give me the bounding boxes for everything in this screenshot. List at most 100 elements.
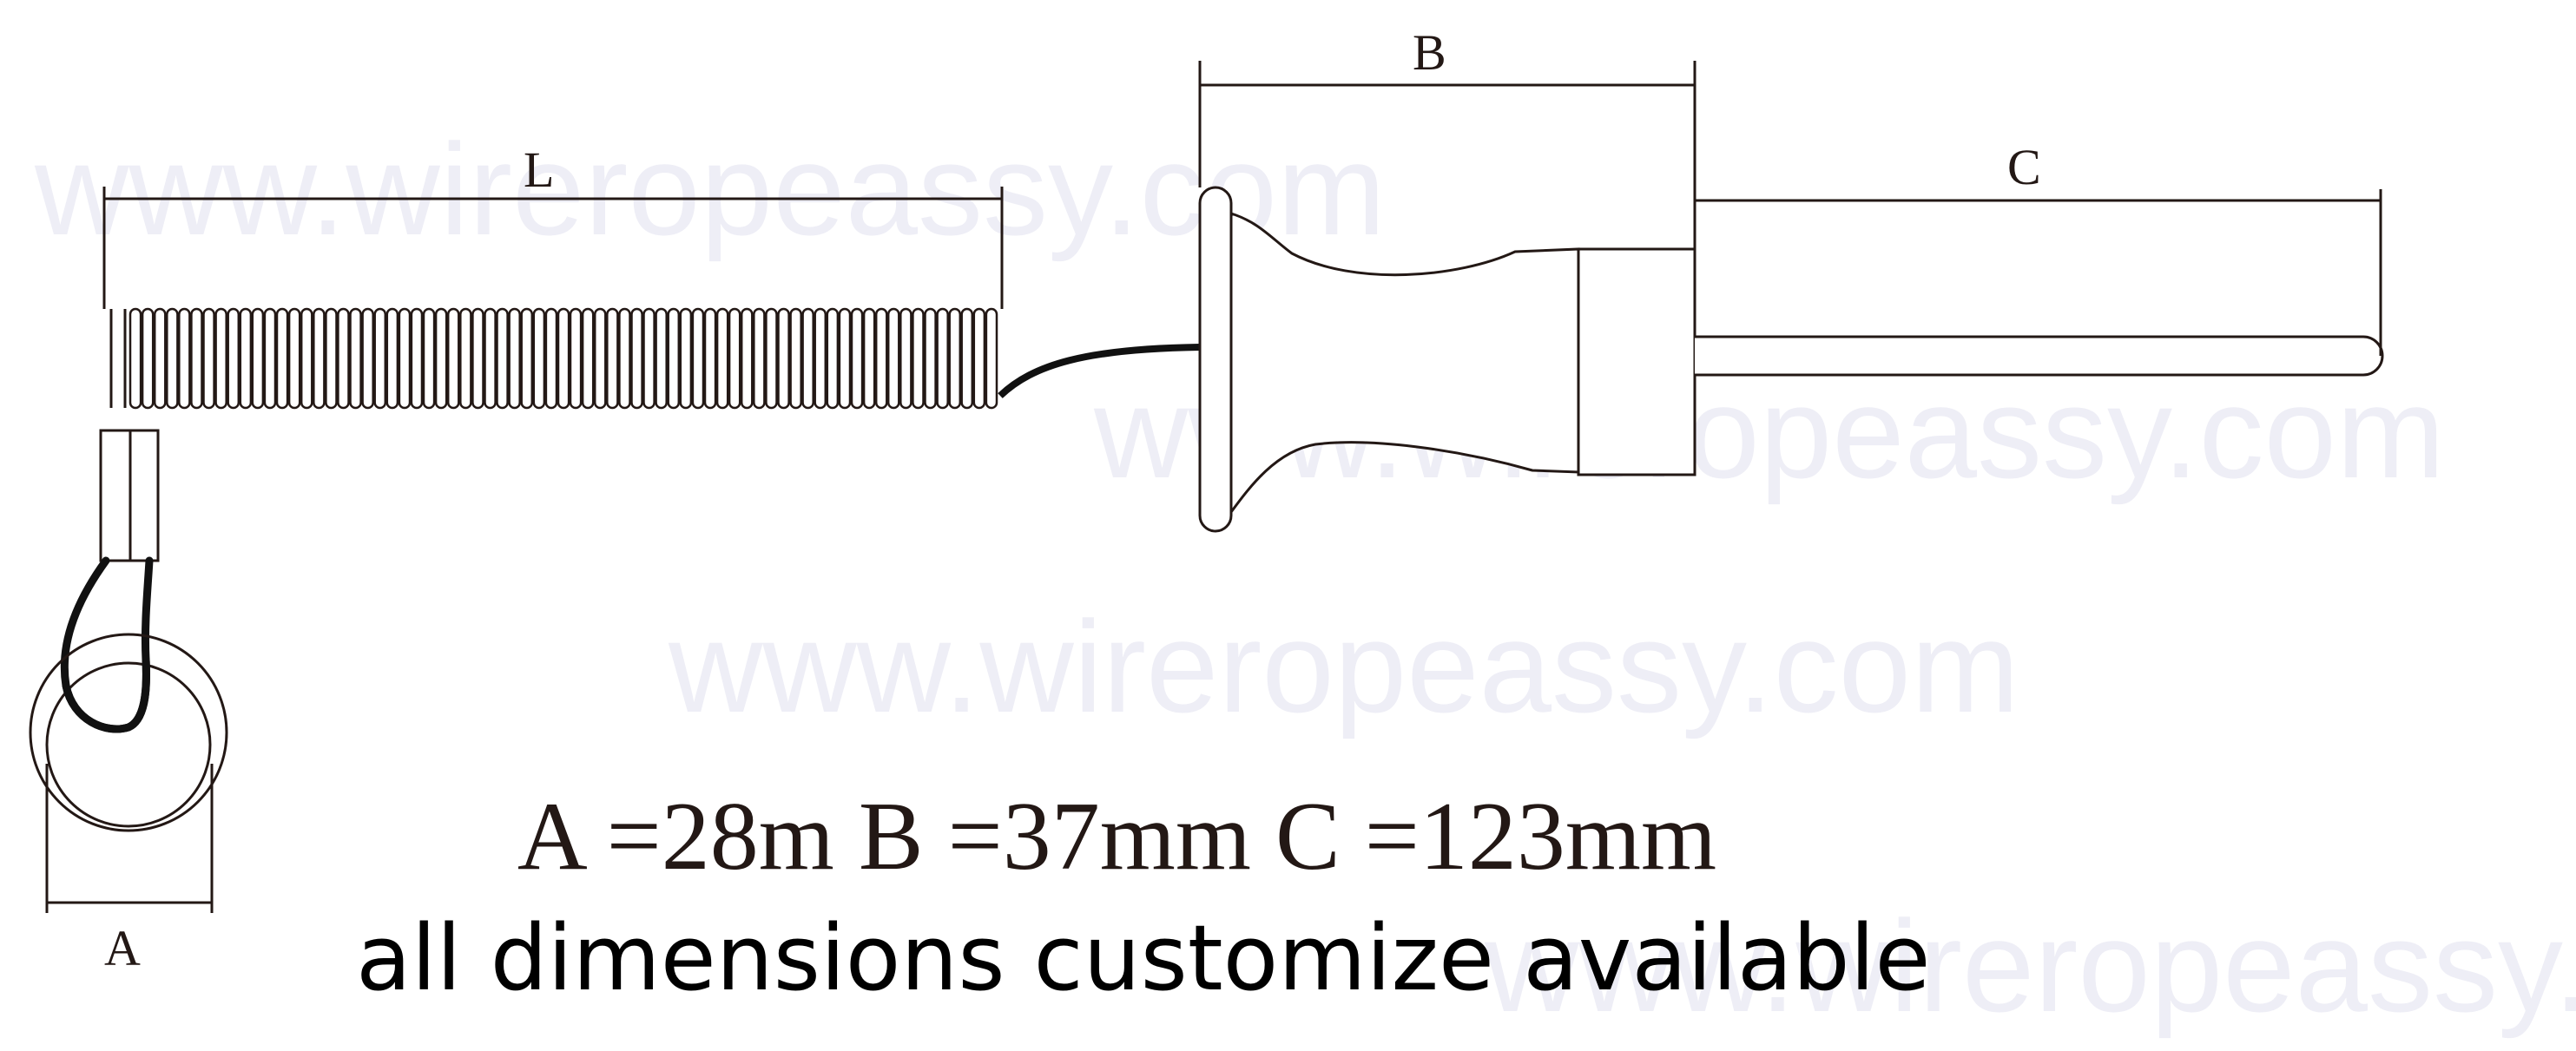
- cable: [998, 344, 1201, 398]
- coil-turn: [960, 307, 974, 410]
- watermark-text: www.wireropeassy.com: [1484, 893, 2576, 1039]
- label-a: A: [104, 920, 141, 976]
- coil-turn: [300, 307, 313, 410]
- coil-turn: [593, 307, 607, 410]
- coil-turn: [679, 307, 693, 410]
- coil-turn: [667, 307, 681, 410]
- coil-turn: [227, 307, 240, 410]
- dimension-l: [102, 187, 1004, 309]
- coil-turn: [349, 307, 362, 410]
- coil-turn: [471, 307, 484, 410]
- coil-turn: [313, 307, 326, 410]
- dimension-summary-text: A =28m B =37mm C =123mm: [517, 783, 1717, 890]
- coil-turn: [275, 307, 289, 410]
- watermark-text: www.wireropeassy.com: [668, 594, 2019, 739]
- coil-turn: [985, 307, 998, 410]
- ring-inner: [45, 661, 212, 828]
- coil-turn: [924, 307, 937, 410]
- dimension-b: [1198, 61, 1696, 252]
- coil-turn: [569, 307, 583, 410]
- watermark-text: www.wireropeassy.com: [34, 116, 1386, 262]
- coil-turn: [422, 307, 436, 410]
- coil-turn: [496, 307, 509, 410]
- coil-turn: [337, 307, 350, 410]
- coil-turn: [361, 307, 374, 410]
- coil-turn: [434, 307, 448, 410]
- coiled-cord: [128, 307, 998, 410]
- coil-turn: [153, 307, 167, 410]
- coil-turn: [459, 307, 472, 410]
- coil-turn: [202, 307, 215, 410]
- coil-turn: [912, 307, 925, 410]
- coil-turn: [801, 307, 814, 410]
- handle-collar: [1577, 247, 1696, 476]
- watermark-group: www.wireropeassy.com www.wireropeassy.co…: [34, 116, 2576, 1039]
- ferrule: [99, 429, 160, 562]
- ferrule-left: [99, 429, 132, 562]
- coil-turn: [715, 307, 729, 410]
- handle: [1198, 186, 1696, 533]
- coil-turn: [606, 307, 619, 410]
- label-b: B: [1413, 24, 1446, 81]
- coil-turn: [581, 307, 595, 410]
- coil-turn: [740, 307, 754, 410]
- coil-turn: [948, 307, 962, 410]
- coil-turn: [239, 307, 253, 410]
- coil-turn: [398, 307, 412, 410]
- ferrule-right: [128, 429, 160, 562]
- coil-turn: [642, 307, 656, 410]
- dimension-summary: A =28m B =37mm C =123mm: [0, 788, 2576, 885]
- coil-turn: [862, 307, 876, 410]
- handle-flange: [1198, 186, 1233, 533]
- coil-turn: [703, 307, 717, 410]
- coil-turn: [373, 307, 387, 410]
- coil-turn: [777, 307, 790, 410]
- dimension-a: [45, 764, 214, 913]
- coil-turn: [972, 307, 986, 410]
- coil-turn: [753, 307, 766, 410]
- coil-turn: [532, 307, 546, 410]
- coil-turn: [789, 307, 802, 410]
- handle-grip: [1229, 211, 1580, 516]
- label-l: L: [524, 141, 554, 198]
- coil-turn: [410, 307, 424, 410]
- coil-turn: [446, 307, 460, 410]
- coil-turn: [287, 307, 301, 410]
- coil-turn: [874, 307, 888, 410]
- coil-turn: [178, 307, 191, 410]
- coil-turn: [838, 307, 852, 410]
- pin: [1695, 335, 2384, 377]
- coil-turn: [899, 307, 912, 410]
- coil-turn: [141, 307, 155, 410]
- coil-turn: [691, 307, 705, 410]
- coil-turn: [814, 307, 827, 410]
- coil-turn: [263, 307, 277, 410]
- coil-turn: [618, 307, 631, 410]
- coil-turn: [251, 307, 265, 410]
- key-ring: [29, 633, 228, 832]
- coil-turn: [128, 307, 142, 410]
- coil-turn: [936, 307, 949, 410]
- coil-turn: [166, 307, 179, 410]
- coil-turn: [728, 307, 741, 410]
- coil-turn: [385, 307, 399, 410]
- coil-turn: [544, 307, 558, 410]
- wire-loop-overlap: [62, 655, 150, 733]
- coil-turn: [826, 307, 840, 410]
- coil-turn: [484, 307, 497, 410]
- coil-turn: [214, 307, 227, 410]
- coil-turn: [557, 307, 570, 410]
- label-c: C: [2007, 139, 2041, 195]
- customization-note: all dimensions customize available: [356, 905, 1931, 1011]
- coil-turn: [886, 307, 900, 410]
- coil-turn: [630, 307, 643, 410]
- ring-outer: [29, 633, 228, 832]
- dimension-c: [1695, 189, 2382, 356]
- coil-turn: [850, 307, 864, 410]
- coil-turn: [508, 307, 521, 410]
- coil-turn: [655, 307, 668, 410]
- coil-turn: [325, 307, 338, 410]
- coil-turn: [520, 307, 534, 410]
